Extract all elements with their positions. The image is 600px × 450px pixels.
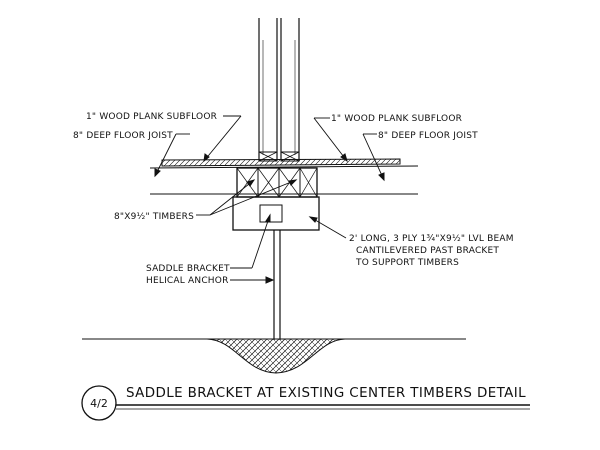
detail-title: SADDLE BRACKET AT EXISTING CENTER TIMBER… [126, 385, 526, 401]
label-helical-anchor: HELICAL ANCHOR [146, 276, 229, 286]
detail-bubble [81, 385, 117, 421]
label-joist-right: 8" DEEP FLOOR JOIST [378, 131, 478, 141]
wall-studs [258, 18, 300, 162]
helical-anchor-shaft [273, 230, 281, 340]
subfloor-plank [161, 158, 401, 167]
leader-lines [154, 115, 385, 284]
grade-line [82, 338, 466, 374]
label-beam-line1: 2' LONG, 3 PLY 1¾"X9½" LVL BEAM [349, 234, 514, 244]
label-subfloor-right: 1" WOOD PLANK SUBFLOOR [331, 114, 462, 124]
detail-number: 4/2 [90, 397, 108, 410]
label-subfloor-left: 1" WOOD PLANK SUBFLOOR [86, 112, 217, 122]
label-joist-left: 8" DEEP FLOOR JOIST [73, 131, 173, 141]
lvl-beam [232, 196, 320, 231]
label-saddle-bracket: SADDLE BRACKET [146, 264, 230, 274]
label-timbers: 8"X9½" TIMBERS [114, 212, 194, 222]
title-block: 4/2 SADDLE BRACKET AT EXISTING CENTER TI… [81, 385, 530, 421]
label-beam-line2: CANTILEVERED PAST BRACKET [356, 246, 499, 256]
floor-joist [149, 165, 419, 195]
label-beam-line3: TO SUPPORT TIMBERS [355, 258, 459, 268]
